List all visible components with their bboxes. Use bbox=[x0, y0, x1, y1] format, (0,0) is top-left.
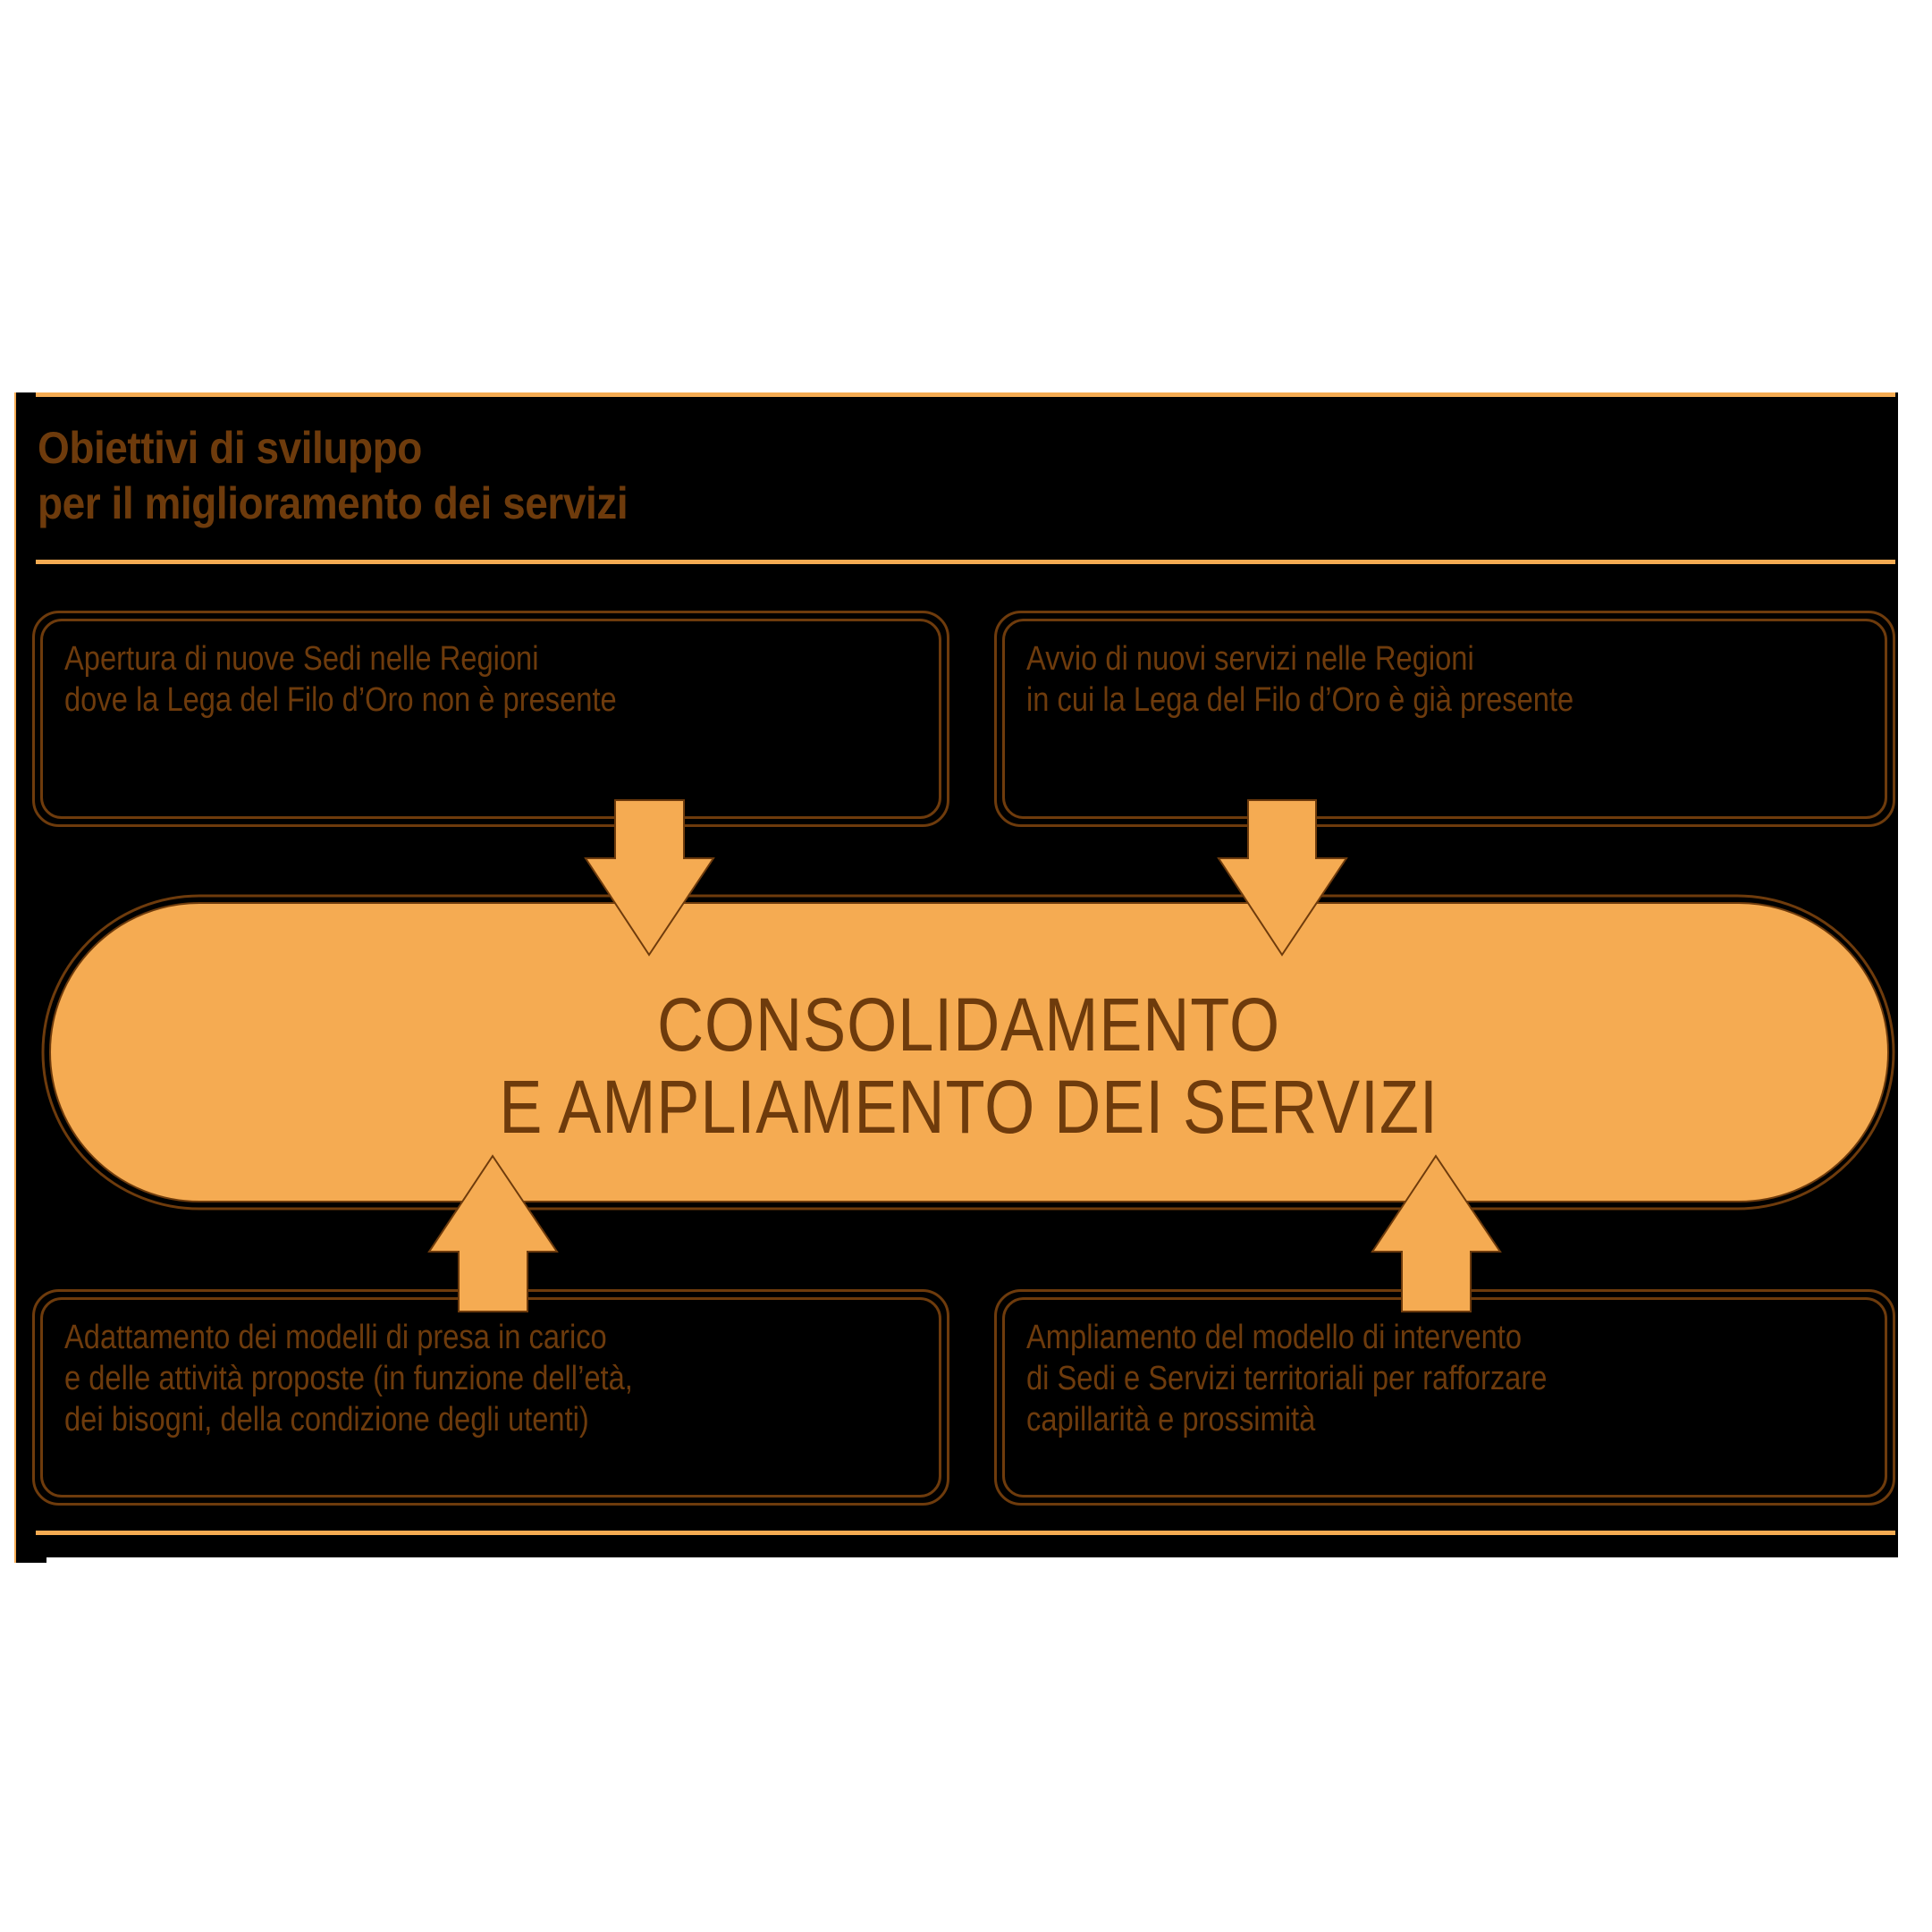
panel-foot bbox=[14, 1557, 46, 1563]
arrow-up-icon bbox=[1371, 1154, 1502, 1312]
central-pill bbox=[49, 902, 1889, 1202]
central-goal-label: CONSOLIDAMENTO E AMPLIAMENTO DEI SERVIZI bbox=[49, 983, 1888, 1148]
objective-box-top-left: Apertura di nuove Sedi nelle Regioni dov… bbox=[32, 611, 949, 827]
objective-box-top-right: Avvio di nuovi servizi nelle Regioni in … bbox=[994, 611, 1895, 827]
central-pill-outline bbox=[41, 894, 1895, 1211]
page-title: Obiettivi di sviluppo per il miglioramen… bbox=[38, 420, 629, 531]
title-line-1: Obiettivi di sviluppo bbox=[38, 423, 422, 473]
central-goal-line-2: E AMPLIAMENTO DEI SERVIZI bbox=[499, 1065, 1438, 1149]
panel-left-edge bbox=[14, 392, 16, 1563]
arrow-up-icon bbox=[427, 1154, 559, 1312]
central-goal-line-1: CONSOLIDAMENTO bbox=[656, 983, 1281, 1067]
top-rule bbox=[36, 392, 1895, 397]
arrow-down-icon bbox=[584, 799, 715, 957]
arrow-down-icon bbox=[1217, 799, 1348, 957]
title-rule bbox=[36, 560, 1895, 564]
title-line-2: per il miglioramento dei servizi bbox=[38, 478, 629, 528]
bottom-rule bbox=[36, 1531, 1895, 1535]
